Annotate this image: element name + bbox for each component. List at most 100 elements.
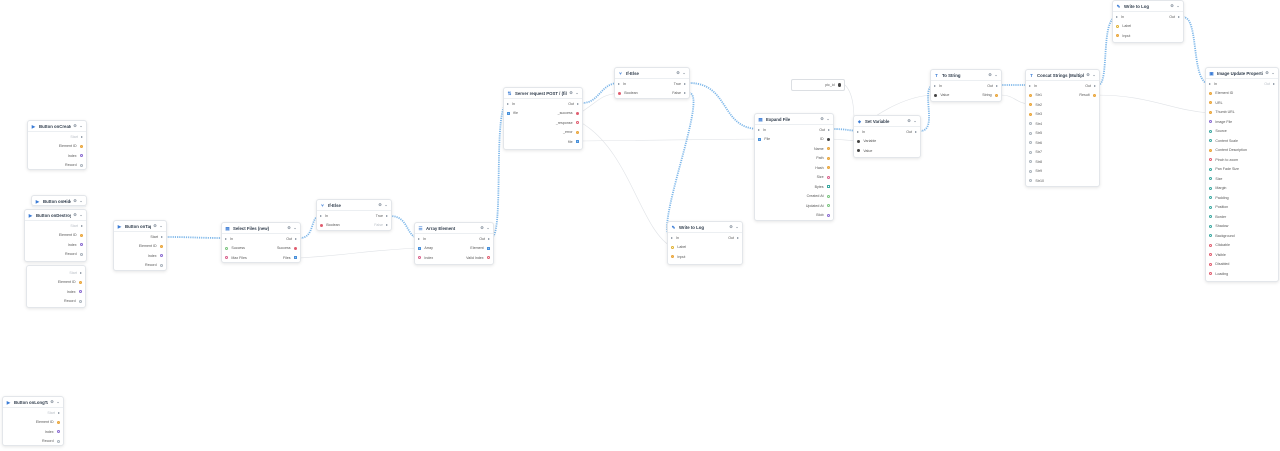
- input-port[interactable]: [507, 111, 511, 115]
- input-port[interactable]: [1029, 179, 1033, 183]
- collapse-icon[interactable]: ⌄: [575, 90, 579, 95]
- output-port[interactable]: [159, 244, 163, 248]
- input-port[interactable]: [1029, 103, 1033, 107]
- input-port[interactable]: [857, 149, 861, 153]
- settings-icon[interactable]: ⚙: [907, 118, 911, 123]
- variable-value-box[interactable]: pic_id: [791, 79, 845, 91]
- node-button-onlongtap[interactable]: ▶ Button onLongTap ⚙ ⌄ Start Element ID …: [2, 396, 64, 446]
- input-port[interactable]: [320, 223, 324, 227]
- node-header[interactable]: ▶ Button onLongTap ⚙ ⌄: [3, 397, 63, 408]
- input-port[interactable]: [671, 255, 675, 259]
- node-server-request[interactable]: ⇅ Server request POST / (files) ⚙ ⌄ InOu…: [503, 87, 583, 150]
- exec-out-port[interactable]: [1094, 84, 1096, 87]
- collapse-icon[interactable]: ⌄: [56, 399, 60, 404]
- exec-in-port[interactable]: [418, 237, 420, 240]
- collapse-icon[interactable]: ⌄: [826, 116, 830, 121]
- input-port[interactable]: [1209, 262, 1213, 266]
- collapse-icon[interactable]: ⌄: [994, 72, 998, 77]
- exec-out-port[interactable]: [81, 135, 83, 138]
- settings-icon[interactable]: ⚙: [988, 72, 992, 77]
- input-port[interactable]: [1209, 243, 1213, 247]
- input-port[interactable]: [1029, 160, 1033, 164]
- output-port[interactable]: [575, 130, 579, 134]
- exec-in-port[interactable]: [857, 130, 859, 133]
- output-port[interactable]: [79, 252, 83, 256]
- exec-out-port[interactable]: [81, 224, 83, 227]
- input-port[interactable]: [618, 91, 622, 95]
- input-port[interactable]: [1209, 272, 1213, 276]
- exec-in-port[interactable]: [1209, 82, 1211, 85]
- node-header[interactable]: ▤ Expand File ⚙ ⌄: [755, 114, 833, 125]
- input-port[interactable]: [1209, 91, 1213, 95]
- exec-out-port[interactable]: [488, 237, 490, 240]
- collapse-icon[interactable]: ⌄: [1271, 70, 1275, 75]
- collapse-icon[interactable]: ⌄: [913, 118, 917, 123]
- input-port[interactable]: [1116, 24, 1120, 28]
- settings-icon[interactable]: ⚙: [569, 90, 573, 95]
- collapse-icon[interactable]: ⌄: [79, 198, 83, 203]
- input-port[interactable]: [1209, 129, 1213, 133]
- output-port[interactable]: [826, 175, 830, 179]
- exec-out-port[interactable]: [915, 130, 917, 133]
- node-header[interactable]: T To String ⚙ ⌄: [931, 70, 1001, 81]
- input-port[interactable]: [1209, 101, 1213, 105]
- node-header[interactable]: ⬥ Set Variable ⚙ ⌄: [854, 116, 920, 127]
- settings-icon[interactable]: ⚙: [73, 123, 77, 128]
- node-header[interactable]: ▶ Button onTap ⚙ ⌄: [114, 221, 166, 232]
- node-partial[interactable]: Start Element ID Index Record: [26, 265, 86, 308]
- output-port[interactable]: [56, 439, 60, 443]
- input-port[interactable]: [225, 256, 229, 260]
- output-port[interactable]: [994, 93, 998, 97]
- settings-icon[interactable]: ⚙: [153, 223, 157, 228]
- settings-icon[interactable]: ⚙: [676, 70, 680, 75]
- input-port[interactable]: [1209, 177, 1213, 181]
- exec-out-port[interactable]: [161, 235, 163, 238]
- output-port[interactable]: [826, 185, 830, 189]
- output-port[interactable]: [486, 246, 490, 250]
- output-port[interactable]: [293, 246, 297, 250]
- input-port[interactable]: [1209, 110, 1213, 114]
- collapse-icon[interactable]: ⌄: [486, 225, 490, 230]
- input-port[interactable]: [1029, 112, 1033, 116]
- input-port[interactable]: [1029, 131, 1033, 135]
- output-port[interactable]: [78, 290, 82, 294]
- settings-icon[interactable]: ⚙: [820, 116, 824, 121]
- output-port[interactable]: [826, 204, 830, 208]
- exec-in-port[interactable]: [671, 236, 673, 239]
- output-port[interactable]: [826, 147, 830, 151]
- exec-out-port[interactable]: [386, 214, 388, 217]
- exec-in-port[interactable]: [507, 102, 509, 105]
- collapse-icon[interactable]: ⌄: [1092, 72, 1096, 77]
- collapse-icon[interactable]: ⌄: [79, 212, 83, 217]
- input-port[interactable]: [1209, 234, 1213, 238]
- input-port[interactable]: [1209, 205, 1213, 209]
- output-port[interactable]: [826, 213, 830, 217]
- output-port[interactable]: [79, 243, 83, 247]
- settings-icon[interactable]: ⚙: [729, 224, 733, 229]
- exec-out-port[interactable]: [996, 84, 998, 87]
- input-port[interactable]: [1029, 122, 1033, 126]
- node-header[interactable]: ☰ Array Element ⚙ ⌄: [415, 223, 493, 234]
- output-port[interactable]: [826, 194, 830, 198]
- settings-icon[interactable]: ⚙: [287, 225, 291, 230]
- input-port[interactable]: [1029, 169, 1033, 173]
- input-port[interactable]: [418, 256, 422, 260]
- collapse-icon[interactable]: ⌄: [293, 225, 297, 230]
- input-port[interactable]: [1209, 139, 1213, 143]
- settings-icon[interactable]: ⚙: [50, 399, 54, 404]
- input-port[interactable]: [225, 246, 229, 250]
- collapse-icon[interactable]: ⌄: [384, 202, 388, 207]
- node-header[interactable]: ▣ Image Update Properties ⚙ ⌄: [1206, 68, 1278, 79]
- node-header[interactable]: ▤ Select Files (new) ⚙ ⌄: [222, 223, 300, 234]
- collapse-icon[interactable]: ⌄: [79, 123, 83, 128]
- output-port[interactable]: [837, 83, 841, 87]
- output-port[interactable]: [1092, 93, 1096, 97]
- node-header[interactable]: ⇅ Server request POST / (files) ⚙ ⌄: [504, 88, 582, 99]
- settings-icon[interactable]: ⚙: [73, 198, 77, 203]
